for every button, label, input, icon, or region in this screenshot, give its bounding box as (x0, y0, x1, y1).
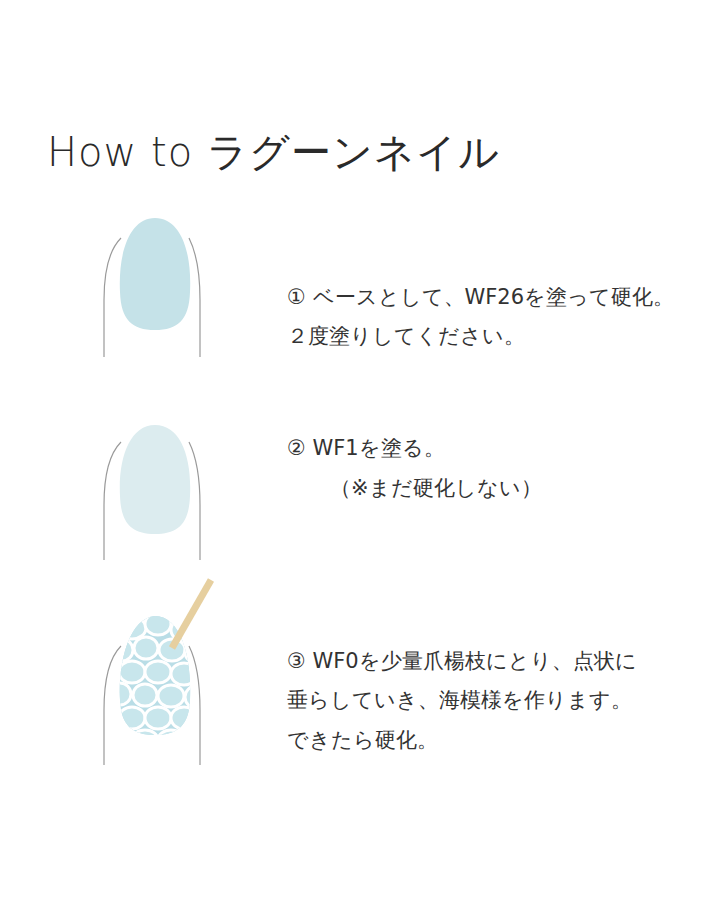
step-instruction: 垂らしていき、海模様を作ります。 (287, 688, 632, 713)
nail-step-1 (104, 218, 200, 357)
nail-step-2 (104, 425, 200, 560)
step-instruction: ① ベースとして、WF26を塗って硬化。 (287, 285, 674, 310)
step-instruction: ② WF1を塗る。 (287, 436, 445, 461)
nail-step-3 (104, 580, 211, 765)
step-instruction: ③ WF0を少量爪楊枝にとり、点状に (287, 649, 637, 674)
step-instruction: （※まだ硬化しない） (330, 476, 542, 501)
step-instruction: ２度塗りしてください。 (287, 324, 525, 349)
step-instruction: できたら硬化。 (287, 728, 438, 753)
page-title: How to ラグーンネイル (47, 128, 500, 176)
